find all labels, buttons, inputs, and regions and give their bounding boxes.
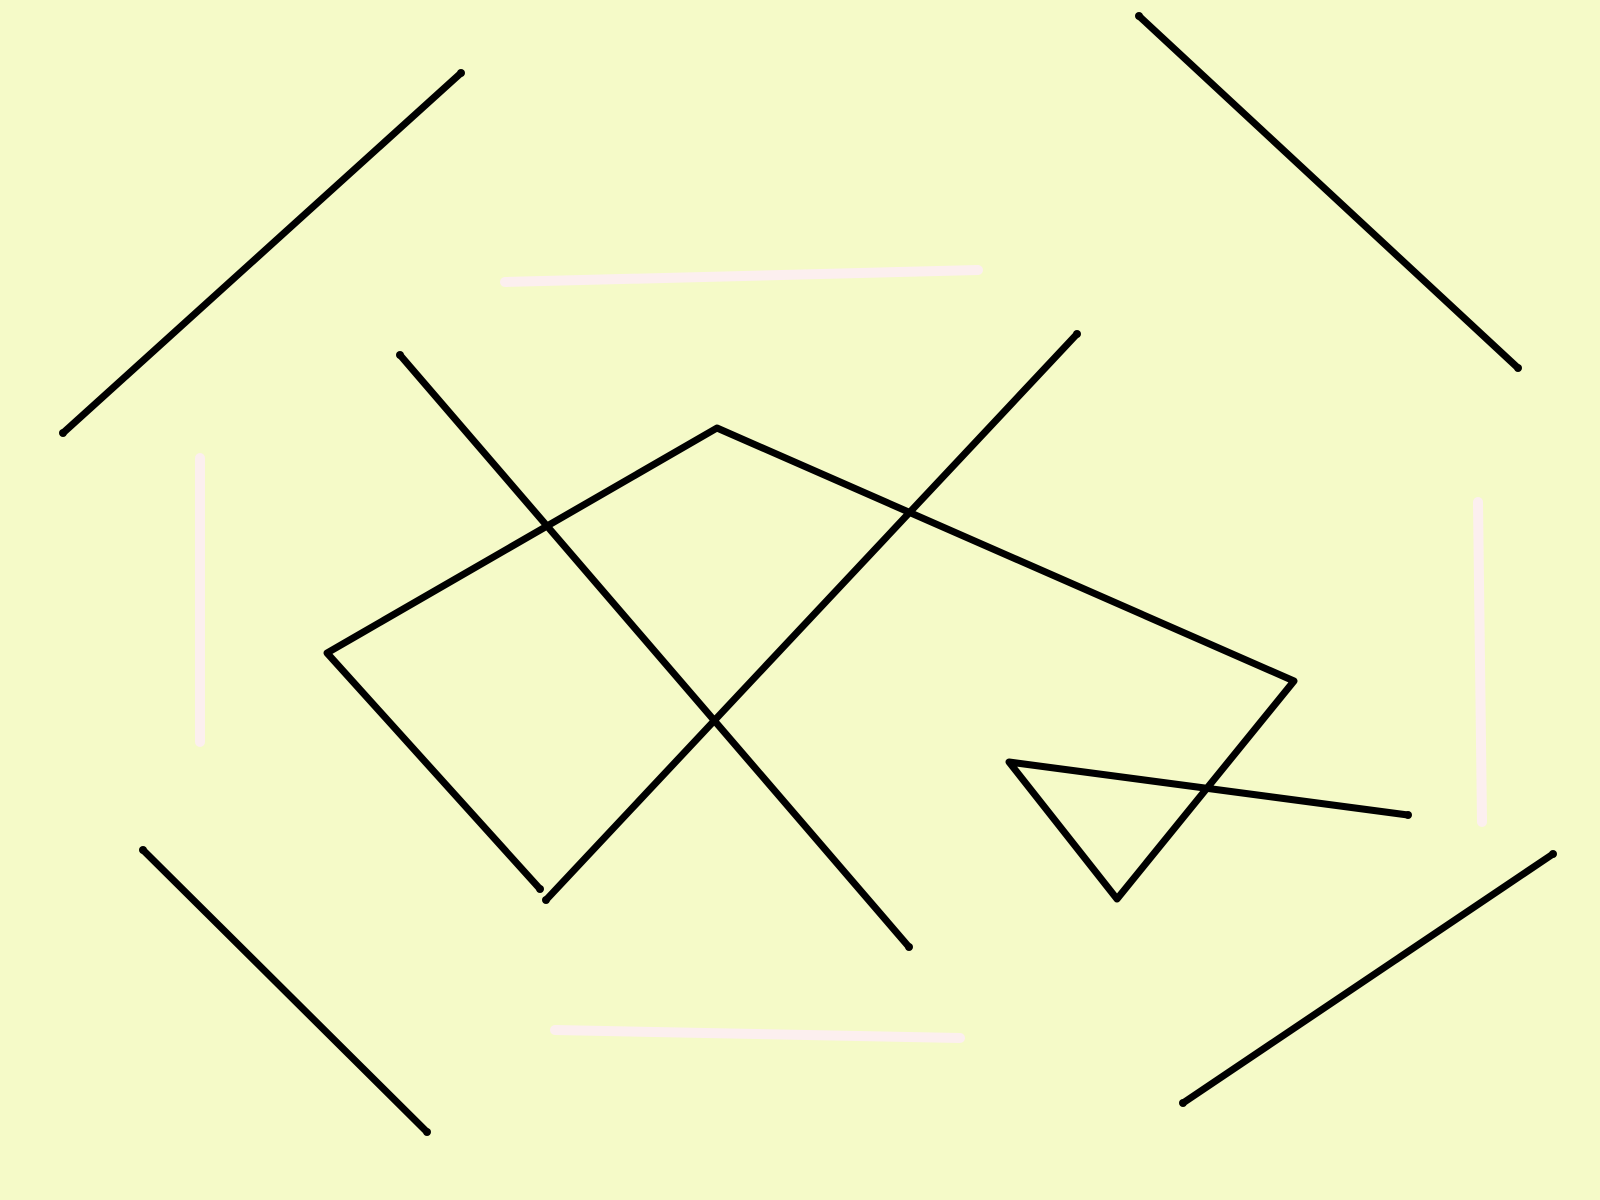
endpoint-dot [139,846,147,854]
diagonal-line-bottom-right [1179,850,1557,1107]
endpoint-dot [423,1128,431,1136]
endpoint-dots [59,12,1557,1136]
faint-line-bottom [550,1025,965,1043]
endpoint-dot [1514,364,1522,372]
faint-line-right [1473,497,1487,827]
endpoint-dot [536,885,544,893]
diagonal-line-top-right [1135,12,1522,372]
endpoint-dot [457,69,465,77]
crossing-line-descending [396,351,913,951]
endpoint-dot [542,896,550,904]
dark-lines-group [59,12,1557,1136]
endpoint-dot [1549,850,1557,858]
endpoint-dot [1073,330,1081,338]
center-polyline [323,424,1412,903]
endpoint-dot [905,943,913,951]
faint-line-top [500,265,983,287]
endpoint-dot [396,351,404,359]
faint-lines-group [195,265,1487,1043]
diagonal-line-bottom-left [139,846,431,1136]
endpoint-dot [1179,1099,1187,1107]
endpoint-dot [1404,811,1412,819]
diagonal-line-top-left [59,69,465,437]
endpoint-dot [59,429,67,437]
endpoint-dot [1135,12,1143,20]
crossing-line-ascending [542,330,1081,904]
